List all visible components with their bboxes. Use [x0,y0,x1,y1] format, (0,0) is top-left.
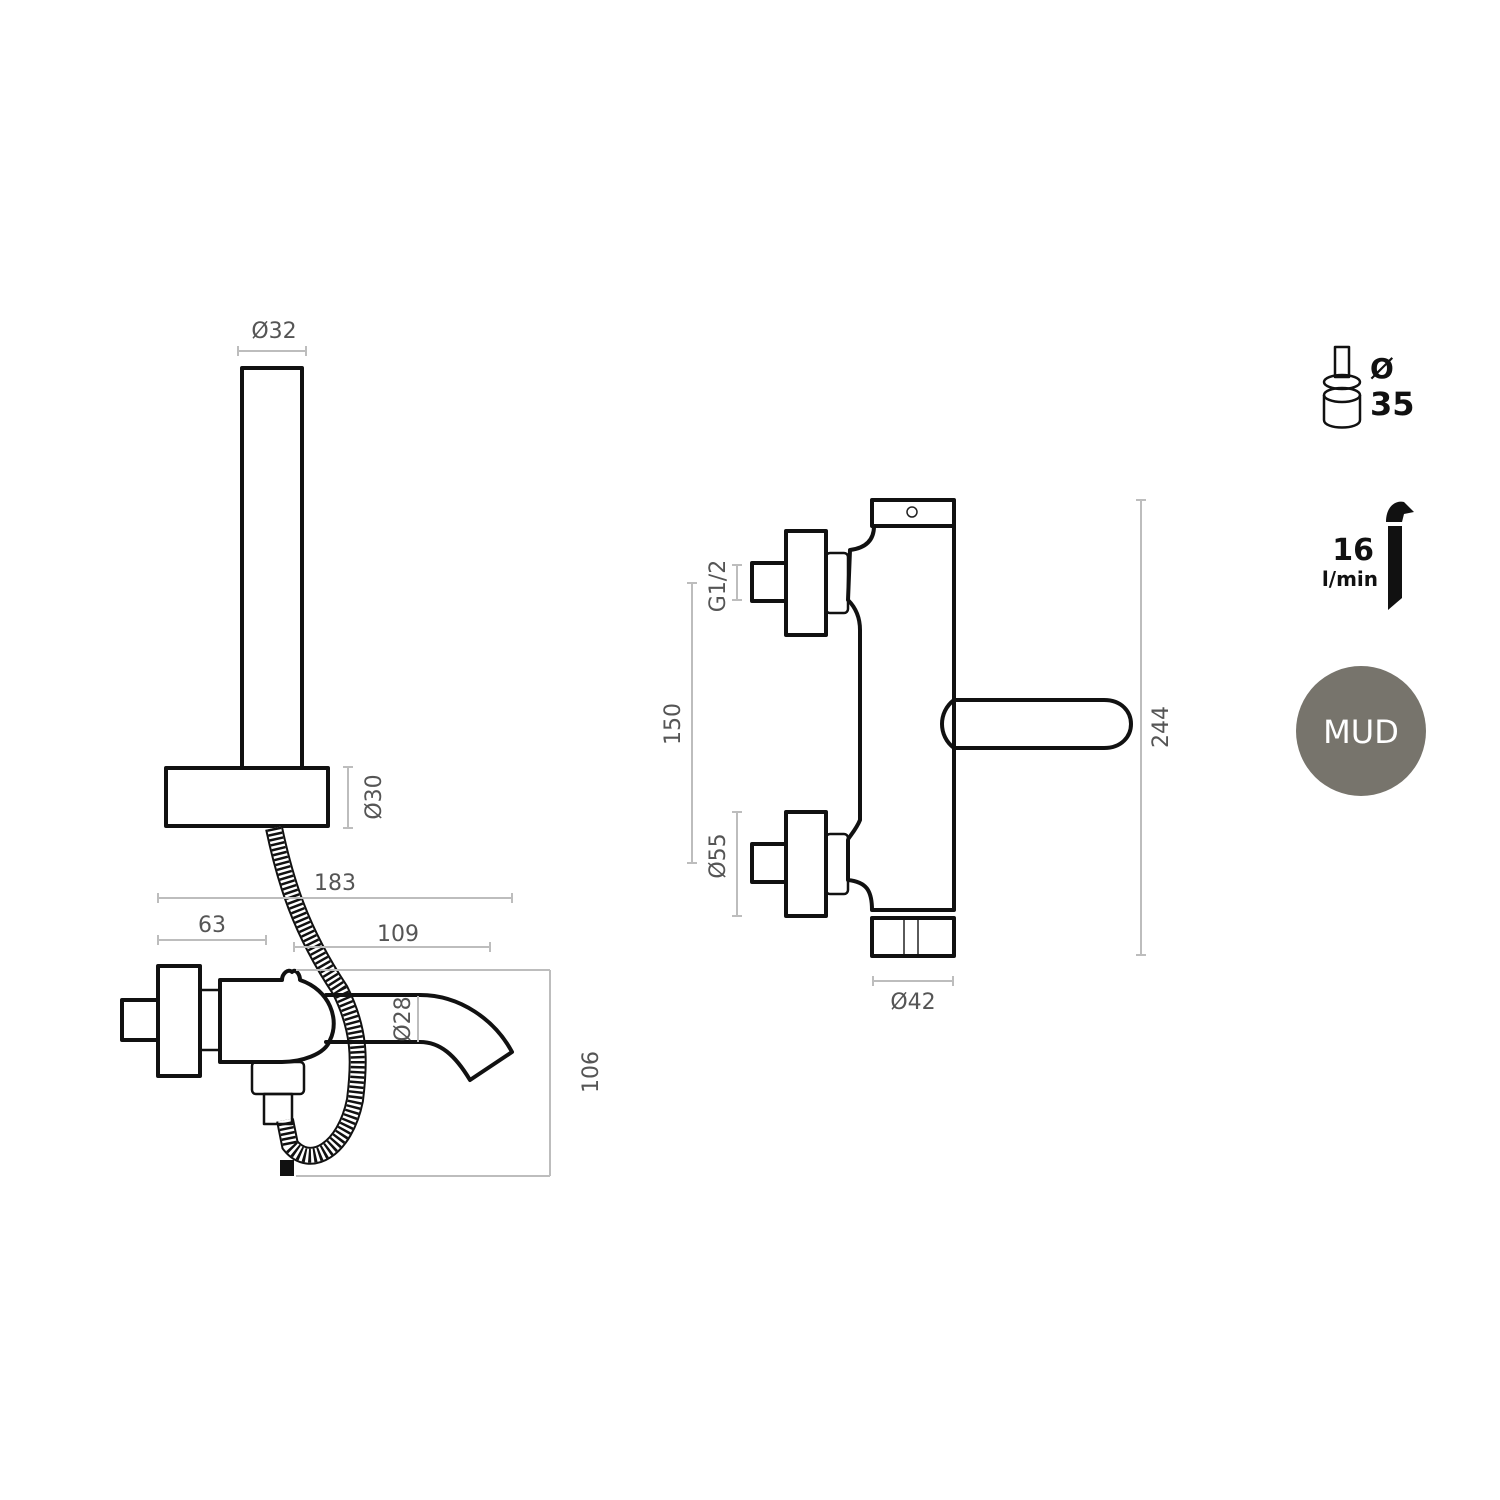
dim-height: 106 [296,969,604,1177]
top-cap [870,498,956,528]
faucet-flow-icon [1386,501,1414,610]
dim-body-diameter: Ø42 [872,976,954,1015]
inlet-bottom [750,810,850,918]
dim-spout-depth: 109 [293,922,491,952]
cartridge-spec: Ø 35 [1322,345,1415,429]
dim-inlet-depth: 63 [157,913,267,945]
dim-escutcheon-diameter: Ø55 [706,811,742,917]
dim-spout-diameter: Ø28 [391,996,419,1042]
shower-holder [164,766,330,828]
flow-rate-spec: 16 l/min [1322,501,1414,610]
svg-text:l/min: l/min [1322,567,1378,591]
svg-text:16: 16 [1332,533,1374,568]
svg-text:Ø30: Ø30 [362,774,387,819]
svg-text:Ø42: Ø42 [890,990,935,1015]
svg-text:Ø: Ø [1370,352,1394,385]
dim-centers: 150 [661,582,697,864]
svg-text:106: 106 [579,1051,604,1093]
svg-text:35: 35 [1370,385,1415,423]
svg-text:109: 109 [377,922,419,947]
svg-text:150: 150 [661,703,686,745]
front-view: G1/2 150 Ø55 Ø42 244 [661,498,1174,1015]
dim-hand-shower-diameter: Ø32 [237,319,307,356]
svg-text:244: 244 [1149,706,1174,748]
svg-text:Ø32: Ø32 [251,319,296,344]
lever-handle[interactable] [952,698,1133,750]
mixer-front-body [846,524,956,912]
dim-holder-diameter: Ø30 [343,766,387,829]
mixer-side-body [120,964,514,1176]
dim-total-width: 244 [1136,499,1174,956]
cartridge-icon [1322,345,1362,429]
hand-shower-handle [240,366,304,770]
dim-thread: G1/2 [706,560,742,612]
inlet-top [750,529,850,637]
svg-text:Ø55: Ø55 [706,833,731,878]
side-view: Ø32 Ø30 183 63 109 [120,319,604,1177]
svg-text:G1/2: G1/2 [706,560,731,612]
svg-text:183: 183 [314,871,356,896]
svg-text:Ø28: Ø28 [391,996,416,1041]
svg-text:63: 63 [198,913,226,938]
finish-swatch [1296,666,1426,796]
finish-badge: MUD [1296,666,1426,796]
svg-text:MUD: MUD [1323,713,1399,751]
bottom-cap [870,916,956,958]
dim-total-depth: 183 [157,871,513,903]
